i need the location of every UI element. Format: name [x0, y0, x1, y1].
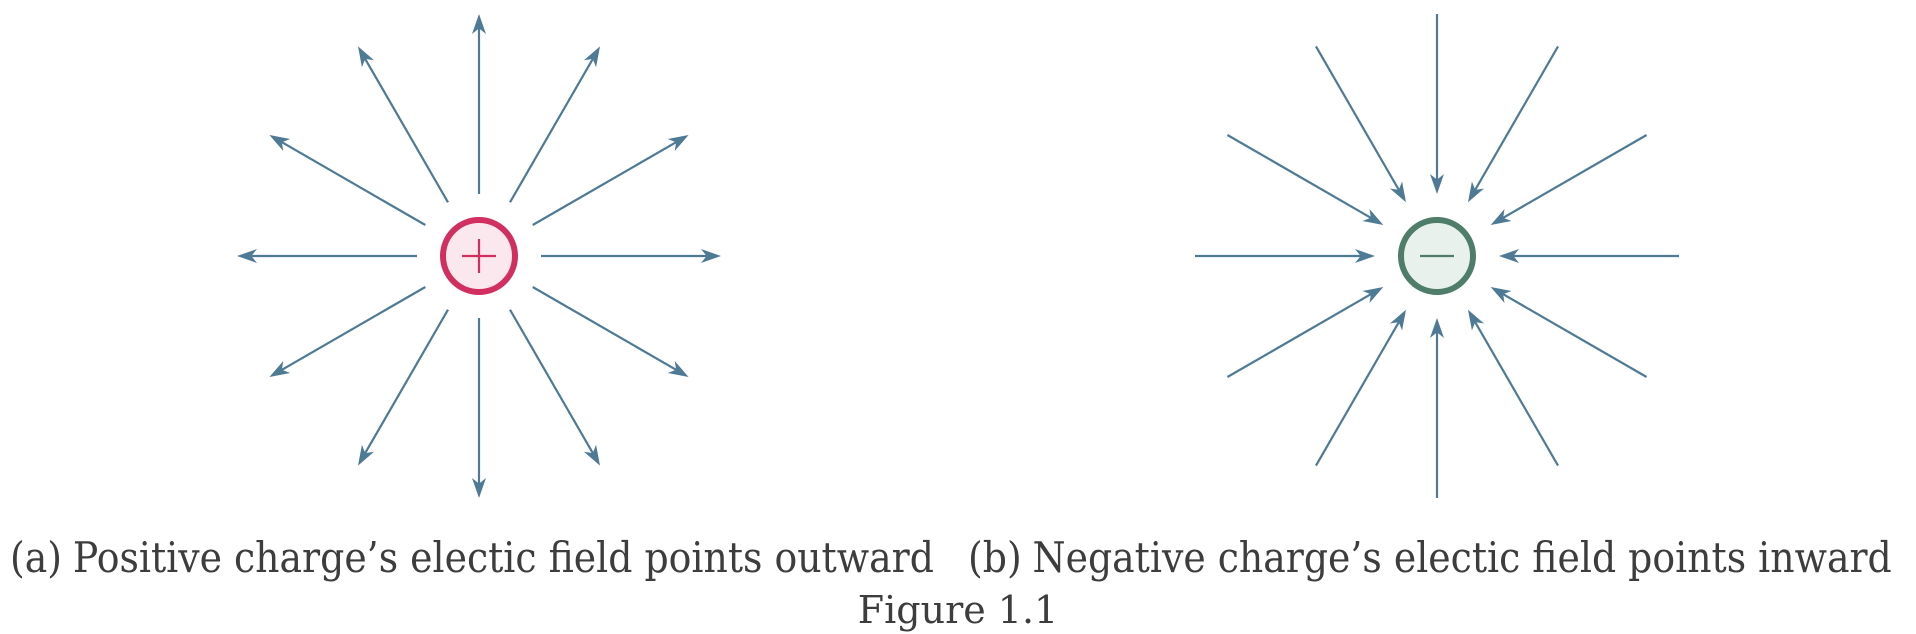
field-line — [1315, 321, 1400, 467]
field-line — [1474, 45, 1559, 191]
field-arrowhead — [358, 46, 375, 68]
field-arrowhead — [1490, 208, 1512, 225]
caption-b-tag: (b) — [968, 533, 1022, 582]
caption-a-tag: (a) — [10, 533, 63, 582]
field-arrowhead — [1389, 309, 1406, 331]
caption-b: (b)Negative charge’s electic field point… — [968, 528, 1892, 588]
field-arrowhead — [1490, 287, 1512, 304]
field-line — [1226, 293, 1372, 378]
field-arrowhead — [1355, 249, 1375, 263]
figure-canvas — [237, 14, 1679, 498]
field-line — [509, 58, 594, 203]
caption-a: (a)Positive charge’s electic field point… — [10, 528, 934, 588]
figure-label: Figure 1.1 — [857, 588, 1059, 632]
field-arrowhead — [1468, 309, 1485, 331]
field-arrowhead — [1499, 249, 1519, 263]
field-arrowhead — [269, 360, 291, 377]
field-line — [1502, 134, 1648, 219]
field-arrowhead — [269, 135, 291, 152]
field-line — [1474, 321, 1559, 467]
plus-sign-icon — [462, 239, 496, 273]
field-arrowhead — [583, 444, 600, 466]
field-arrowhead — [472, 14, 486, 34]
field-arrowhead — [701, 249, 721, 263]
caption-b-text: Negative charge’s electic field points i… — [1032, 533, 1892, 582]
field-arrowhead — [1362, 287, 1384, 304]
field-line — [532, 286, 677, 371]
field-line — [364, 309, 449, 454]
field-arrowhead — [1430, 174, 1444, 194]
field-arrowhead — [1468, 181, 1485, 203]
field-arrowhead — [667, 360, 689, 377]
field-arrowhead — [1362, 208, 1384, 225]
field-arrowhead — [1389, 181, 1406, 203]
field-line — [281, 286, 426, 371]
panel-a-positive-charge-diagram — [237, 14, 721, 498]
field-arrowhead — [583, 46, 600, 68]
field-line — [1315, 45, 1400, 191]
field-line — [281, 141, 426, 226]
field-line — [1502, 293, 1648, 378]
field-arrowhead — [667, 135, 689, 152]
field-line — [364, 58, 449, 203]
field-line — [509, 309, 594, 454]
field-arrowhead — [237, 249, 257, 263]
panel-b-negative-charge-diagram — [1195, 14, 1679, 498]
field-line — [1226, 134, 1372, 219]
caption-a-text: Positive charge’s electic field points o… — [72, 533, 934, 582]
field-arrowhead — [358, 444, 375, 466]
field-arrowhead — [1430, 318, 1444, 338]
field-arrowhead — [472, 478, 486, 498]
field-line — [532, 141, 677, 226]
